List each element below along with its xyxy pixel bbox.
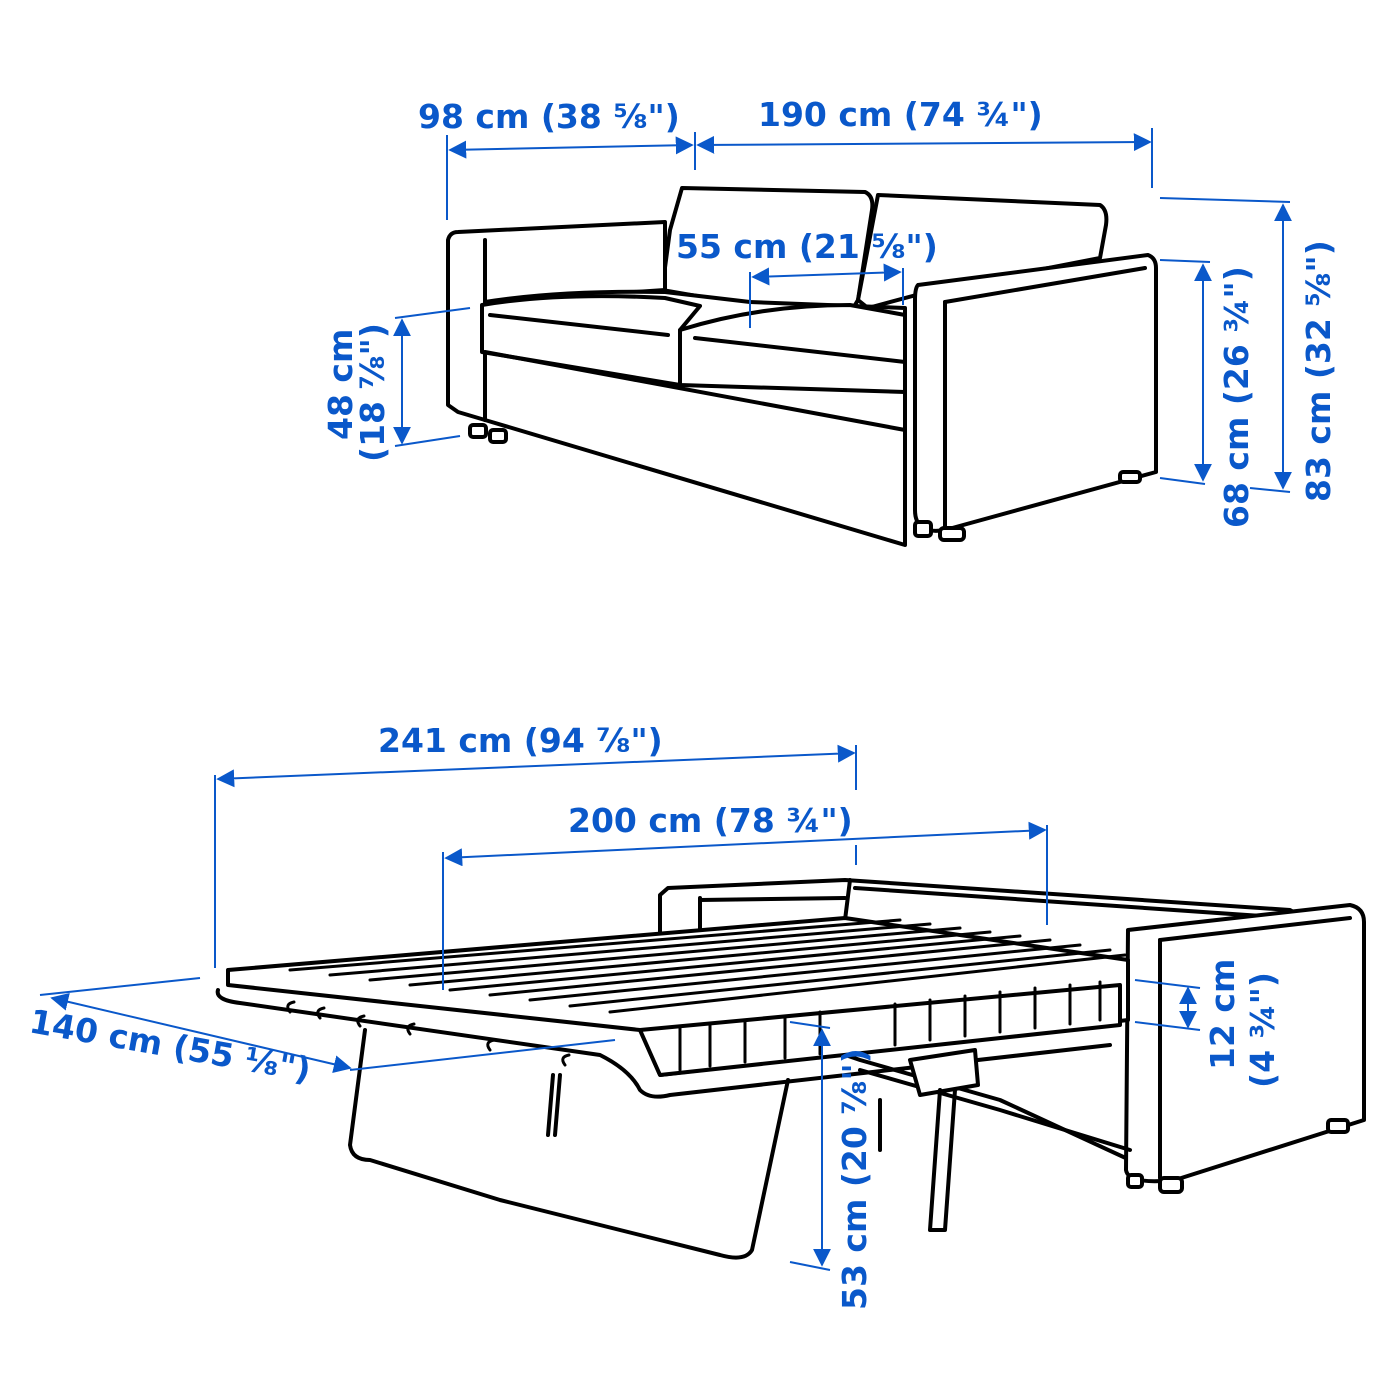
label-mattress-thickness-cm: 12 cm: [1203, 959, 1242, 1070]
label-total-height: 83 cm (32 ⅝"): [1299, 240, 1338, 502]
label-seat-height-in: (18 ⅞"): [353, 323, 392, 462]
label-sofa-depth: 98 cm (38 ⅝"): [418, 97, 680, 136]
mattress-slats: [288, 918, 1127, 1072]
sofa-dimension-labels: 98 cm (38 ⅝") 190 cm (74 ¾") 55 cm (21 ⅝…: [321, 95, 1338, 528]
label-seat-depth: 55 cm (21 ⅝"): [676, 227, 938, 266]
label-mattress-thickness-in: (4 ¾"): [1243, 972, 1282, 1088]
label-bed-length: 200 cm (78 ¾"): [568, 801, 853, 840]
sofa-closed-drawing: [446, 186, 1158, 547]
label-seat-height-cm: 48 cm: [321, 329, 360, 440]
label-bed-width: 140 cm (55 ⅛"): [27, 1001, 314, 1089]
label-total-length: 241 cm (94 ⅞"): [378, 721, 663, 760]
label-armrest-height: 68 cm (26 ¾"): [1217, 266, 1256, 528]
bed-dimension-lines: [39, 744, 1201, 1271]
sofa-bed-drawing: [215, 878, 1366, 1260]
sofa-dimension-lines: [393, 128, 1292, 493]
label-bed-height: 53 cm (20 ⅞"): [835, 1048, 874, 1310]
label-sofa-width: 190 cm (74 ¾"): [758, 95, 1043, 134]
